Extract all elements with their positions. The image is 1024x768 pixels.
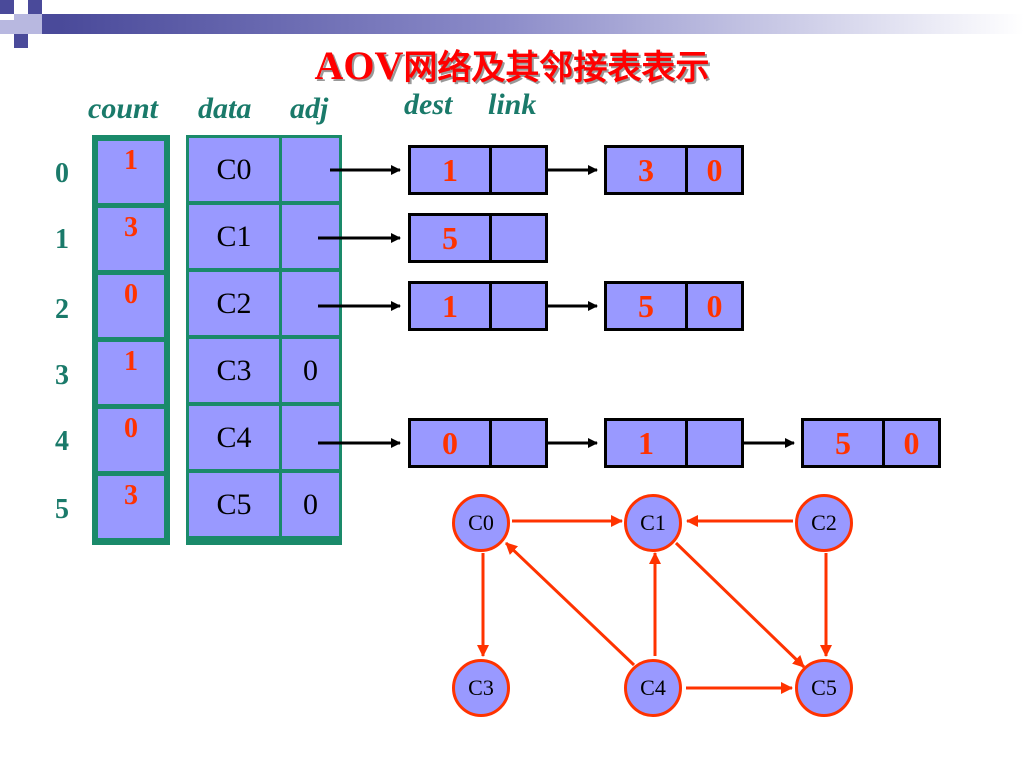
data-cell: C1 <box>189 205 279 268</box>
list-node: 1 <box>408 145 548 195</box>
count-cell: 0 <box>98 409 164 471</box>
dest-field: 1 <box>607 421 685 465</box>
link-field <box>492 148 545 192</box>
adj-cell: 0 <box>282 339 339 402</box>
adj-cell <box>282 272 339 335</box>
list-node: 1 <box>408 281 548 331</box>
graph-edge <box>674 541 806 669</box>
link-field <box>492 216 545 260</box>
row-index: 2 <box>55 294 69 325</box>
list-node: 0 <box>408 418 548 468</box>
adj-cell <box>282 138 339 201</box>
row-index: 4 <box>55 426 69 457</box>
title-prefix: AOV <box>314 43 404 88</box>
corner-square <box>14 14 42 34</box>
count-cell: 1 <box>98 342 164 404</box>
graph-node-c1: C1 <box>624 494 682 552</box>
header-count: count <box>88 92 159 125</box>
data-cell: C0 <box>189 138 279 201</box>
data-cell: C5 <box>189 473 279 536</box>
graph-node-c3: C3 <box>452 659 510 717</box>
adj-cell <box>282 406 339 469</box>
corner-square <box>0 0 14 14</box>
link-field: 0 <box>688 148 741 192</box>
link-field <box>492 421 545 465</box>
list-node: 5 0 <box>604 281 744 331</box>
dest-field: 3 <box>607 148 685 192</box>
vertex-table: C0 C1 C2 C3 0 C4 C5 0 <box>186 135 342 545</box>
dest-field: 5 <box>804 421 882 465</box>
count-cell: 1 <box>98 141 164 203</box>
list-node: 3 0 <box>604 145 744 195</box>
dest-field: 0 <box>411 421 489 465</box>
row-index: 3 <box>55 360 69 391</box>
list-node: 5 <box>408 213 548 263</box>
dest-field: 5 <box>411 216 489 260</box>
header-data: data <box>198 92 252 125</box>
data-cell: C4 <box>189 406 279 469</box>
link-field <box>688 421 741 465</box>
header-adj: adj <box>290 92 329 125</box>
row-index: 5 <box>55 494 69 525</box>
corner-square <box>0 20 14 34</box>
header-bar <box>60 14 1024 34</box>
header-link: link <box>488 88 537 121</box>
corner-square <box>14 34 28 48</box>
header-dest: dest <box>404 88 453 121</box>
row-index: 1 <box>55 224 69 255</box>
dest-field: 5 <box>607 284 685 328</box>
graph-node-c0: C0 <box>452 494 510 552</box>
link-field: 0 <box>885 421 938 465</box>
graph-node-c2: C2 <box>795 494 853 552</box>
count-column: 1 3 0 1 0 3 <box>92 135 170 545</box>
count-cell: 3 <box>98 208 164 270</box>
data-cell: C2 <box>189 272 279 335</box>
corner-square <box>42 14 60 34</box>
list-node: 1 <box>604 418 744 468</box>
slide-title: AOV网络及其邻接表表示 <box>0 40 1024 89</box>
dest-field: 1 <box>411 148 489 192</box>
adj-cell: 0 <box>282 473 339 536</box>
link-field <box>492 284 545 328</box>
title-main: 网络及其邻接表表示 <box>403 48 710 88</box>
list-node: 5 0 <box>801 418 941 468</box>
count-cell: 0 <box>98 275 164 337</box>
count-cell: 3 <box>98 476 164 538</box>
graph-node-c4: C4 <box>624 659 682 717</box>
graph-edge <box>504 541 636 667</box>
dest-field: 1 <box>411 284 489 328</box>
graph-node-c5: C5 <box>795 659 853 717</box>
link-field: 0 <box>688 284 741 328</box>
corner-square <box>28 0 42 14</box>
data-cell: C3 <box>189 339 279 402</box>
row-index: 0 <box>55 158 69 189</box>
